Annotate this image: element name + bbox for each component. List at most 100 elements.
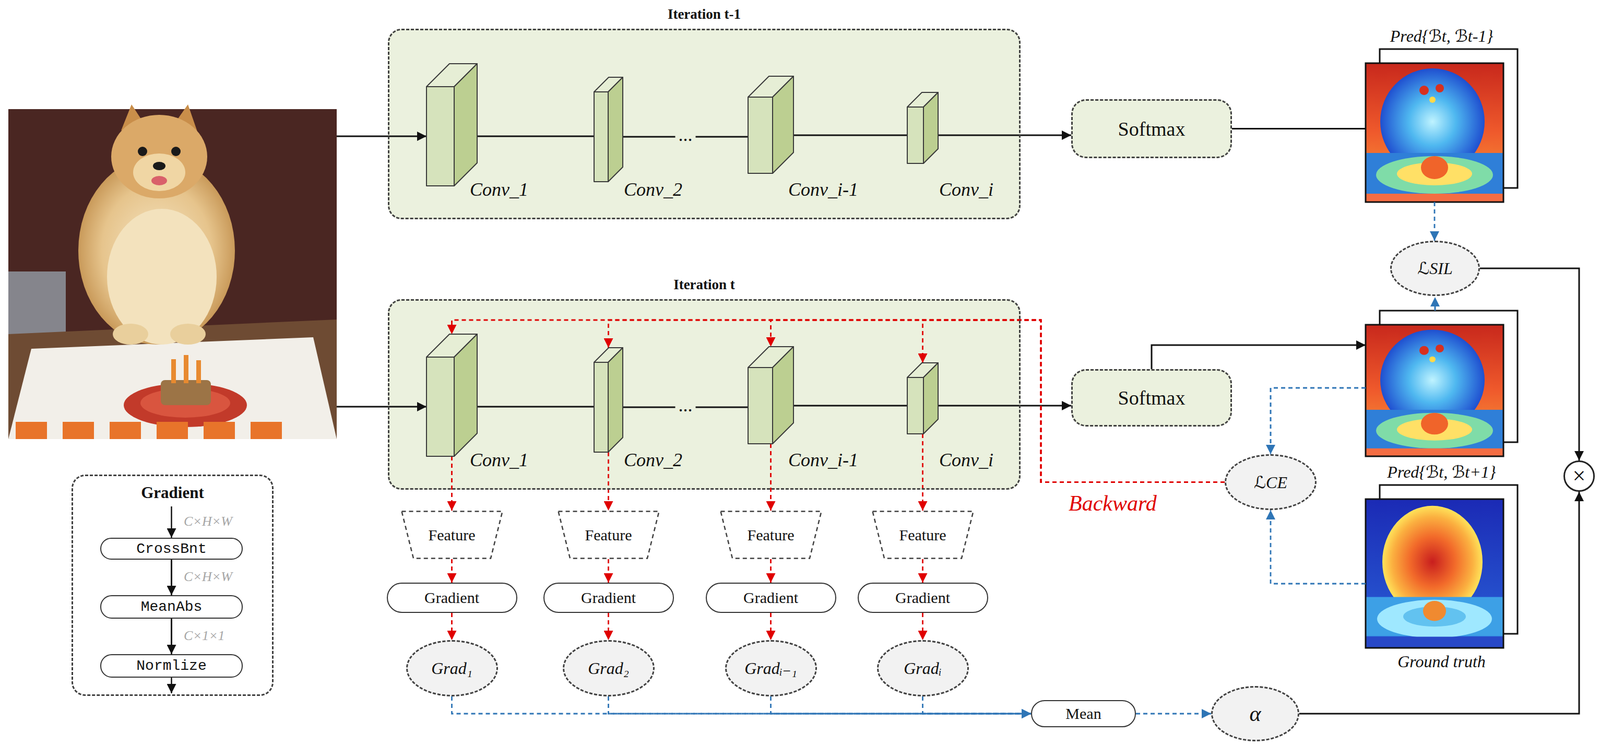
connector xyxy=(451,612,453,640)
conv-layer: Conv_1 xyxy=(426,63,478,186)
photo-candle xyxy=(183,354,189,384)
node-text: Gradᵢ xyxy=(903,658,942,679)
heatmap xyxy=(1365,63,1504,203)
conv-side-face xyxy=(608,347,623,453)
connector xyxy=(1270,510,1366,584)
iteration-panel: Iteration t-1Conv_1Conv_2Conv_i-1Conv_i xyxy=(387,28,1021,220)
dog-head xyxy=(111,114,208,199)
feature-trapezoid: Feature xyxy=(719,510,823,560)
connector xyxy=(170,559,173,596)
photo-letter-shape xyxy=(156,421,188,440)
connector xyxy=(452,696,1032,714)
conv-layer: Conv_2 xyxy=(594,347,623,453)
node-text: × xyxy=(1572,464,1586,488)
loss-node: ℒSIL xyxy=(1390,240,1480,296)
node-text: Grad₂ xyxy=(587,658,630,679)
dog-muzzle xyxy=(133,153,186,192)
node-text: Mean xyxy=(1065,704,1101,723)
trapezoid-shape xyxy=(720,511,822,559)
node-text: ℒCE xyxy=(1253,472,1288,493)
edge-label: ... xyxy=(675,395,696,415)
node-text: Conv_2 xyxy=(623,448,683,471)
gradient-value: Gradᵢ₋₁ xyxy=(725,640,817,697)
connector xyxy=(1433,202,1436,241)
softmax-box: Softmax xyxy=(1071,99,1232,159)
photo-letter-shape xyxy=(62,421,94,440)
conv-front-face xyxy=(907,107,924,164)
trapezoid-shape xyxy=(558,511,659,559)
connector xyxy=(607,559,610,583)
gradient-op: Gradient xyxy=(857,582,989,613)
conv-block xyxy=(907,362,939,434)
dog-chest xyxy=(107,208,217,345)
conv-side-face xyxy=(923,362,939,434)
heatmap xyxy=(1365,499,1504,648)
input-photo xyxy=(8,104,337,440)
photo-letter-shape xyxy=(203,421,235,440)
connector xyxy=(451,456,453,511)
connector xyxy=(1479,268,1580,461)
connector xyxy=(608,320,1226,483)
node-text: Conv_i-1 xyxy=(788,178,859,201)
connector xyxy=(793,134,908,137)
conv-front-face xyxy=(594,91,609,182)
node-caption: Ground truth xyxy=(1365,652,1518,672)
connector xyxy=(921,433,924,511)
dog-eye xyxy=(171,146,181,157)
connector xyxy=(1231,127,1366,130)
dog-nose xyxy=(152,161,166,171)
photo-paper xyxy=(8,337,337,440)
node-text: Conv_1 xyxy=(469,178,529,201)
conv-block xyxy=(594,77,623,182)
node-text: Conv_2 xyxy=(623,178,683,201)
connector xyxy=(1135,713,1212,715)
op-step: Normlize xyxy=(100,654,243,678)
gradient-value: Gradᵢ xyxy=(876,640,969,697)
connector xyxy=(769,612,772,640)
node-text: Gradient xyxy=(424,588,480,607)
node-text: Feature xyxy=(899,526,947,544)
node-text: Conv_i xyxy=(939,448,994,471)
connector xyxy=(771,696,1032,714)
conv-side-face xyxy=(454,63,478,186)
node-text: ℒSIL xyxy=(1417,258,1453,279)
map-to-loss xyxy=(1270,387,1366,455)
node-text: Gradᵢ₋₁ xyxy=(744,658,798,679)
alpha-weight: α xyxy=(1211,685,1300,742)
conv-front-face xyxy=(594,362,609,453)
connector xyxy=(451,559,453,583)
node-text: Feature xyxy=(585,526,633,544)
node-text: Normlize xyxy=(136,657,207,674)
heatmap xyxy=(1365,324,1504,457)
dog-paw xyxy=(170,323,206,345)
node-text: α xyxy=(1249,701,1261,727)
connector xyxy=(608,696,1032,714)
connector xyxy=(938,134,1072,137)
gradient-value: Grad₁ xyxy=(406,640,499,697)
connector xyxy=(607,612,610,640)
trapezoid-shape xyxy=(872,511,974,559)
dog-tongue xyxy=(151,175,168,186)
connector xyxy=(477,135,595,138)
conv-side-face xyxy=(923,92,939,164)
conv-block xyxy=(907,92,939,164)
feature-trapezoid: Feature xyxy=(871,510,975,560)
map-frame xyxy=(1365,63,1504,203)
op-step: MeanAbs xyxy=(100,595,243,619)
photo-letter-shape xyxy=(109,421,141,440)
legend-arrow xyxy=(170,677,173,694)
node-text: Pred{ℬt, ℬt-1} xyxy=(1365,26,1518,46)
legend-arrow xyxy=(170,506,173,538)
node-text: Iteration t-1 xyxy=(389,6,1019,23)
node-text: Iteration t xyxy=(389,276,1019,293)
connector xyxy=(921,559,924,583)
conv-layer: Conv_1 xyxy=(426,334,478,457)
photo-table xyxy=(8,319,337,440)
connector xyxy=(771,320,1226,483)
conv-side-face xyxy=(772,346,794,444)
map-frame xyxy=(1365,499,1504,648)
multiply-node: × xyxy=(1563,460,1595,492)
connector xyxy=(938,405,1072,407)
